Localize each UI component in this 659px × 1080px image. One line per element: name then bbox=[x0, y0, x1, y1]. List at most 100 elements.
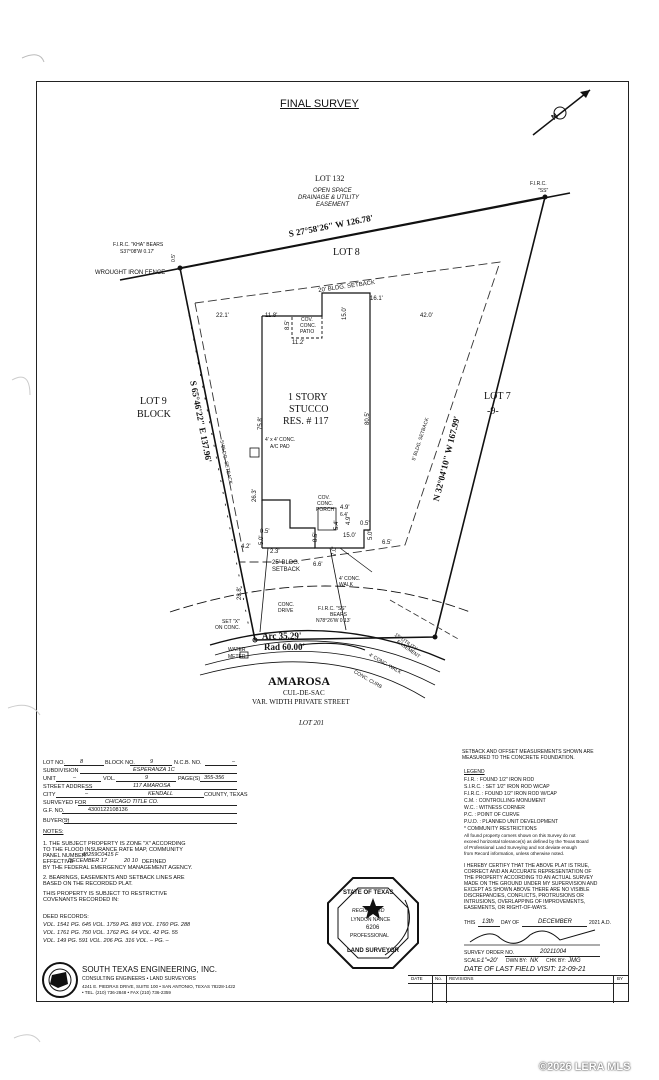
deed-title: DEED RECORDS: bbox=[43, 914, 89, 920]
deed-row: VOL. 1541 PG. 645 VOL. 1759 PG. 893 VOL.… bbox=[43, 922, 191, 928]
revisions-table: DATE No. REVISIONS BY bbox=[408, 975, 629, 1003]
seal-bottom: LAND SURVEYOR bbox=[347, 948, 399, 954]
note-text: DEFINED bbox=[142, 859, 167, 865]
info-value: 8 bbox=[80, 759, 84, 765]
order-label: SURVEY ORDER NO. bbox=[464, 950, 515, 956]
note-text: BASED ON THE RECORDED PLAT. bbox=[43, 881, 133, 887]
walk-label: 4' CONC. bbox=[339, 576, 361, 582]
certification: EXCEPT AS SHOWN ABOVE THERE ARE NO VISIB… bbox=[464, 887, 590, 893]
street-name: AMAROSA bbox=[268, 674, 330, 688]
info-value: – bbox=[232, 759, 236, 765]
tolerance-note: from Record information, unless otherwis… bbox=[464, 851, 565, 856]
legend-item: * COMMUNITY RESTRICTIONS bbox=[464, 826, 537, 832]
dwn-value: NK bbox=[530, 958, 539, 964]
drive-label: DRIVE bbox=[278, 608, 294, 614]
set-x-label: ON CONC. bbox=[215, 625, 240, 631]
north-arrow-icon bbox=[532, 89, 591, 136]
porch-label: COV. bbox=[318, 495, 330, 501]
date-year: 2021 A.D. bbox=[589, 920, 611, 926]
lot-9-label: LOT 9 bbox=[140, 396, 167, 407]
patio-label: CONC. bbox=[300, 323, 317, 329]
street-sub: CUL-DE-SAC bbox=[283, 689, 325, 697]
legend-item: W.C. : WITNESS CORNER bbox=[464, 805, 525, 811]
info-label: UNIT bbox=[43, 776, 56, 782]
legend-item: F.I.R.C. : FOUND 1/2" IRON ROD W/CAP bbox=[464, 791, 557, 797]
legend-item: P.U.D. : PLANNED UNIT DEVELOPMENT bbox=[464, 819, 559, 825]
dim-label: 2.3' bbox=[270, 549, 280, 555]
dim-label: 6.6' bbox=[313, 562, 323, 568]
info-label: VOL. bbox=[103, 776, 116, 782]
info-label: SUBDIVISION bbox=[43, 768, 79, 774]
date-month: DECEMBER bbox=[538, 919, 573, 925]
legend-item: F.I.R. : FOUND 1/2" IRON ROD bbox=[464, 777, 535, 783]
company-name: SOUTH TEXAS ENGINEERING, INC. bbox=[82, 965, 217, 974]
setback-25-label: SETBACK bbox=[272, 567, 301, 573]
date-dayof: DAY OF bbox=[501, 920, 520, 926]
dim-label: 22.1' bbox=[216, 313, 229, 319]
watermark: ©2026 LERA MLS bbox=[539, 1061, 631, 1073]
rev-by-header: BY bbox=[617, 976, 624, 981]
legend-title: LEGEND bbox=[464, 769, 485, 775]
date-this: THIS bbox=[464, 920, 476, 926]
note-text: TO THE FLOOD INSURANCE RATE MAP, COMMUNI… bbox=[43, 847, 183, 853]
certification: I HEREBY CERTIFY THAT THE ABOVE PLAT IS … bbox=[464, 863, 590, 869]
walk-label: WALK bbox=[339, 582, 353, 588]
legend-item: S.I.R.C. : SET 1/2" IRON ROD W/CAP bbox=[464, 784, 550, 790]
firc-ss-top: "SS" bbox=[538, 188, 549, 194]
note-text: BY THE FEDERAL EMERGENCY MANAGEMENT AGEN… bbox=[43, 865, 193, 871]
company-address: 4241 E. PIEDRAS DRIVE, SUITE 100 • SAN A… bbox=[82, 984, 236, 989]
dim-label: 16.1' bbox=[370, 296, 383, 302]
dim-label: 42.0' bbox=[420, 313, 433, 319]
house-label: RES. # 117 bbox=[283, 416, 329, 427]
firc-bottom: F.I.R.C. "SS" bbox=[318, 606, 347, 612]
info-label: SURVEYED FOR bbox=[43, 800, 87, 806]
note-value: 48259C0415 F bbox=[82, 852, 119, 858]
page-frame bbox=[36, 81, 629, 1002]
lot-132-desc: EASEMENT bbox=[316, 202, 350, 208]
info-value: – bbox=[73, 775, 77, 781]
scale-value: 1"=20' bbox=[481, 958, 498, 964]
info-label: STREET ADDRESS bbox=[43, 784, 93, 790]
house-outline bbox=[261, 292, 371, 549]
page-title: FINAL SURVEY bbox=[280, 98, 359, 110]
dim-label: 11.8' bbox=[265, 313, 278, 319]
certification: EASEMENTS, OR RIGHT-OF-WAYS. bbox=[464, 905, 548, 911]
arc-label: Arc 35.29' bbox=[262, 631, 302, 641]
note-text: 2. BEARINGS, EASEMENTS AND SETBACK LINES… bbox=[43, 875, 185, 881]
rev-no-header: No. bbox=[435, 976, 443, 981]
rad-label: Rad 60.00' bbox=[264, 642, 306, 652]
dim-label: 0.5' bbox=[360, 521, 370, 527]
wrought-iron-label: WROUGHT IRON FENCE bbox=[95, 270, 166, 276]
info-label: N.C.B. NO. bbox=[174, 760, 202, 766]
info-label: PAGE(S) bbox=[178, 776, 201, 782]
info-label: G.F. NO. bbox=[43, 808, 65, 814]
info-label: BUYER(S) bbox=[43, 818, 70, 824]
patio-label: COV. bbox=[301, 317, 313, 323]
note-value: 20 10 bbox=[124, 858, 138, 864]
seal-prof: PROFESSIONAL bbox=[350, 933, 389, 939]
date-day: 13th bbox=[482, 919, 494, 925]
info-label: COUNTY, TEXAS bbox=[204, 792, 248, 798]
setback-25-label: 25' BLDG. bbox=[272, 560, 300, 566]
info-value: KENDALL bbox=[148, 791, 174, 797]
deed-row: VOL. 149 PG. 591 VOL. 206 PG. 316 VOL. –… bbox=[43, 938, 169, 944]
seal-registered: REGISTERED bbox=[352, 908, 385, 914]
dim-label: 4.2' bbox=[241, 544, 251, 550]
block-label: BLOCK bbox=[137, 409, 171, 420]
info-label: CITY bbox=[43, 792, 56, 798]
lot-132-desc: DRAINAGE & UTILITY bbox=[298, 195, 360, 201]
last-visit: DATE OF LAST FIELD VISIT: 12-09-21 bbox=[464, 966, 586, 973]
seal-name: LYNDON NANCE bbox=[351, 917, 391, 923]
dim-label: 0.5' bbox=[260, 529, 270, 535]
scale-label: SCALE: bbox=[464, 958, 482, 964]
block-7-label: -9- bbox=[487, 406, 499, 417]
set-x-label: SET "X" bbox=[222, 619, 240, 625]
lot-132-label: LOT 132 bbox=[315, 174, 345, 183]
dim-label: 6.4' bbox=[340, 512, 348, 518]
note-value: DECEMBER 17 bbox=[68, 858, 107, 864]
seal-top: STATE OF TEXAS bbox=[343, 890, 394, 896]
water-meter-label: METER bbox=[228, 654, 246, 660]
